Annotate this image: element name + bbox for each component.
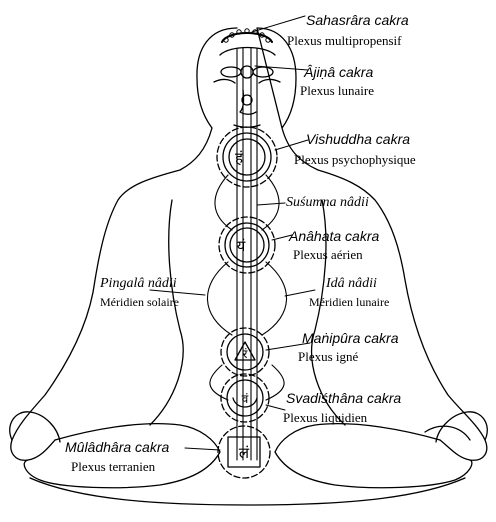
svadisthana-glyph: वं (242, 392, 249, 406)
ajna-sub: Plexus lunaire (300, 83, 375, 98)
leader-lines (149, 15, 316, 451)
svadisthana-name: Svadiśthâna cakra (286, 390, 402, 406)
sahasrara-sub: Plexus multipropensif (287, 33, 402, 48)
anahata-sub: Plexus aérien (293, 247, 363, 262)
muladhara-lotus (217, 425, 271, 479)
muladhara-glyph: लं (239, 444, 250, 462)
hands-outline (9, 411, 488, 443)
ajna-name: Âjiṇâ cakra (304, 64, 374, 80)
manipura-glyph: रं (243, 347, 249, 361)
ajna-chakra (220, 65, 274, 106)
legs-outline (23, 423, 473, 506)
anahata-name: Anâhata cakra (289, 228, 380, 244)
susumna-name: Suśumna nâdii (286, 195, 369, 210)
vishuddha-lotus (216, 126, 278, 188)
chakra-glyphs: हं यं रं वं लं (235, 149, 250, 462)
vishuddha-sub: Plexus psychophysique (294, 152, 416, 167)
anahata-glyph: यं (237, 237, 246, 255)
manipura-lotus (220, 327, 270, 377)
svadisthana-sub: Plexus liquidien (283, 410, 368, 425)
muladhara-name: Mûlâdhâra cakra (65, 439, 170, 455)
ida-sub: Méridien lunaire (309, 295, 390, 309)
pingala-sub: Méridien solaire (100, 295, 179, 309)
sahasrara-name: Sahasrâra cakra (306, 12, 409, 28)
arm-inner-lines (149, 199, 346, 426)
ida-name: Idâ nâdii (326, 276, 377, 291)
face-lines (213, 46, 281, 128)
manipura-sub: Plexus igné (298, 349, 359, 364)
vishuddha-glyph: हं (235, 149, 244, 167)
ida-pingala-nadis (206, 174, 288, 401)
sushumna-channel (236, 47, 258, 461)
crown-beads (223, 28, 271, 43)
muladhara-sub: Plexus terranien (71, 459, 156, 474)
anahata-lotus (218, 216, 276, 274)
vishuddha-name: Vishuddha cakra (306, 131, 411, 147)
svadisthana-lotus (220, 373, 270, 423)
body-outline (10, 27, 488, 461)
manipura-name: Maṅipûra cakra (302, 330, 399, 346)
pingala-name: Pingalâ nâdii (100, 276, 177, 291)
